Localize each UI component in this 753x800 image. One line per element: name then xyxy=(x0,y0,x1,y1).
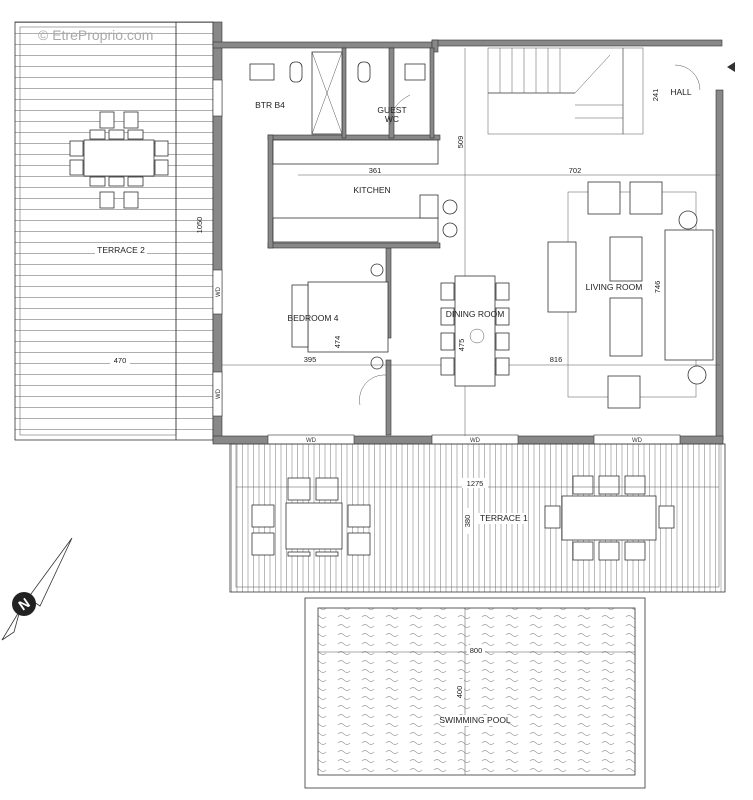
dimension-living-height: 746 xyxy=(653,281,662,294)
room-label-guest-wc-line1: GUEST xyxy=(377,105,406,115)
room-label-btr-b4: BTR B4 xyxy=(255,100,285,110)
room-label-terrace-2: TERRACE 2 xyxy=(97,245,145,255)
dimension-kitchen-width: 361 xyxy=(369,166,382,175)
window-label: WD xyxy=(470,438,481,444)
dimension-terrace2-length: 1050 xyxy=(195,217,204,234)
watermark: © EtreProprio.com xyxy=(38,27,153,43)
window-label: WD xyxy=(216,388,222,399)
bedroom-furniture xyxy=(291,263,389,406)
entrance-arrow-icon xyxy=(727,62,735,72)
dimension-bedroom-height: 474 xyxy=(333,336,342,349)
dimension-kitchen-height: 509 xyxy=(456,136,465,149)
terrace-dining-set-right xyxy=(544,475,675,561)
window-label: WD xyxy=(632,438,643,444)
room-label-guest-wc-line2: WC xyxy=(385,114,399,124)
room-label-living-room: LIVING ROOM xyxy=(586,282,643,292)
dimension-pool-depth: 400 xyxy=(455,686,464,699)
living-room-furniture xyxy=(547,181,714,409)
dimension-bedroom-width: 395 xyxy=(304,355,317,364)
room-label-kitchen: KITCHEN xyxy=(353,185,390,195)
room-label-hall: HALL xyxy=(670,87,692,97)
bathroom-fixtures xyxy=(249,51,426,135)
room-label-dining-room: DINING ROOM xyxy=(446,309,505,319)
terrace-dining-set-left xyxy=(251,477,371,557)
dimension-terrace2-width: 470 xyxy=(114,356,127,365)
dimension-hall: 241 xyxy=(651,89,660,102)
terrace-1: 1275 380 TERRACE 1 xyxy=(229,443,726,593)
dining-table xyxy=(440,275,510,387)
dimension-living-width: 702 xyxy=(569,166,582,175)
outdoor-dining-set xyxy=(69,111,169,209)
room-label-bedroom-4: BEDROOM 4 xyxy=(287,313,338,323)
staircase xyxy=(487,47,701,135)
kitchen-units xyxy=(272,139,458,243)
room-label-terrace-1: TERRACE 1 xyxy=(480,513,528,523)
dimension-dining-living-width: 816 xyxy=(550,355,563,364)
dimension-terrace1-depth: 380 xyxy=(463,515,472,528)
window-label: WD xyxy=(216,286,222,297)
swimming-pool: 800 400 SWIMMING POOL xyxy=(304,597,646,789)
terrace-2: TERRACE 2 470 1050 xyxy=(14,21,214,441)
room-label-swimming-pool: SWIMMING POOL xyxy=(439,715,511,725)
north-compass-icon: N xyxy=(1,537,73,641)
windows: WD WD WD WD WD xyxy=(212,79,681,445)
window-label: WD xyxy=(306,438,317,444)
dimension-dining-height: 475 xyxy=(457,339,466,352)
dimension-pool-width: 800 xyxy=(470,646,483,655)
dimension-terrace1-width: 1275 xyxy=(467,479,484,488)
